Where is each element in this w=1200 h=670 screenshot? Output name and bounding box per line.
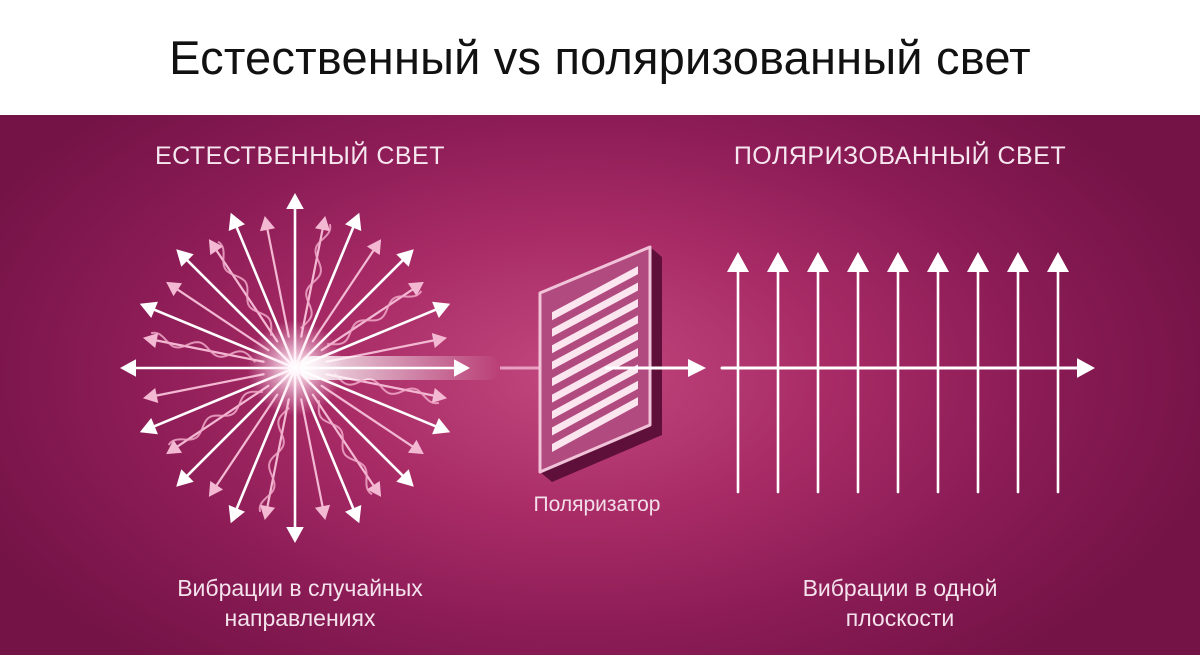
polarizer-slot [552, 298, 638, 354]
natural-light-pink-arrow [166, 384, 270, 455]
polarized-vibration-arrow [927, 252, 949, 494]
natural-light-caption: Вибрации в случайных направлениях [110, 573, 490, 633]
natural-light-wave [317, 400, 373, 496]
diagram-canvas [120, 193, 1095, 543]
natural-light-heading: ЕСТЕСТВЕННЫЙ СВЕТ [154, 142, 446, 170]
polarized-vibration-arrow [1047, 252, 1069, 494]
polarizer-slot [552, 364, 638, 420]
natural-light-pink-arrow [320, 281, 424, 352]
natural-caption-line-2: направлениях [224, 605, 376, 631]
natural-light-wave [217, 240, 273, 336]
light-source-glow [247, 320, 343, 416]
natural-light-pink-arrow [208, 393, 279, 497]
polarizer-label: Поляризатор [533, 493, 661, 516]
polarized-vibration-arrow [807, 252, 829, 494]
natural-light-wave [258, 406, 290, 513]
page-title: Естественный vs поляризованный свет [169, 31, 1031, 84]
natural-light-pink-arrow [166, 281, 270, 352]
polarized-vibration-arrow [1007, 252, 1029, 494]
diagram-panel: ЕСТЕСТВЕННЫЙ СВЕТ ПОЛЯРИЗОВАННЫЙ СВЕТ По… [0, 115, 1200, 655]
polarizer-slot [552, 348, 638, 403]
light-beam [300, 356, 500, 380]
natural-light-wave [167, 390, 263, 446]
polarized-caption-line-1: Вибрации в одной [802, 575, 998, 601]
polarizer-slot [552, 282, 638, 337]
natural-light-pink-arrow [311, 239, 382, 343]
polarizer-slot [552, 315, 638, 370]
polarized-caption-line-2: плоскости [845, 605, 955, 631]
polarized-light-heading: ПОЛЯРИЗОВАННЫЙ СВЕТ [733, 142, 1067, 170]
natural-light-wave [333, 373, 440, 405]
polarizer-slot [552, 380, 638, 436]
polarized-vibration-arrow [767, 252, 789, 494]
polarized-light-caption: Вибрации в одной плоскости [700, 573, 1100, 633]
natural-light-wave [300, 223, 332, 330]
polarizer-slot [552, 266, 638, 321]
natural-light-pink-arrow [208, 239, 279, 343]
outgoing-beam-arrowhead [688, 359, 706, 377]
polarizer-icon [538, 245, 662, 482]
polarized-light-arrows [720, 252, 1095, 494]
natural-light-pink-arrow [142, 373, 265, 404]
natural-light-pink-arrow [300, 398, 331, 521]
polarized-vibration-arrow [727, 252, 749, 494]
polarizer-slots [552, 266, 638, 453]
natural-light-wave [327, 290, 423, 346]
bottom-strip [0, 655, 1200, 670]
polarizer-slot [552, 331, 638, 387]
polarized-vibration-arrow [847, 252, 869, 494]
natural-caption-line-1: Вибрации в случайных [177, 575, 423, 601]
polarized-vibration-arrow [887, 252, 909, 494]
polarizer-slot [552, 397, 638, 453]
polarized-vibration-arrow [967, 252, 989, 494]
natural-light-pink-arrow [259, 215, 290, 338]
natural-light-pink-arrow [311, 393, 382, 497]
natural-light-pink-arrow [320, 384, 424, 455]
natural-light-wave [150, 331, 257, 363]
